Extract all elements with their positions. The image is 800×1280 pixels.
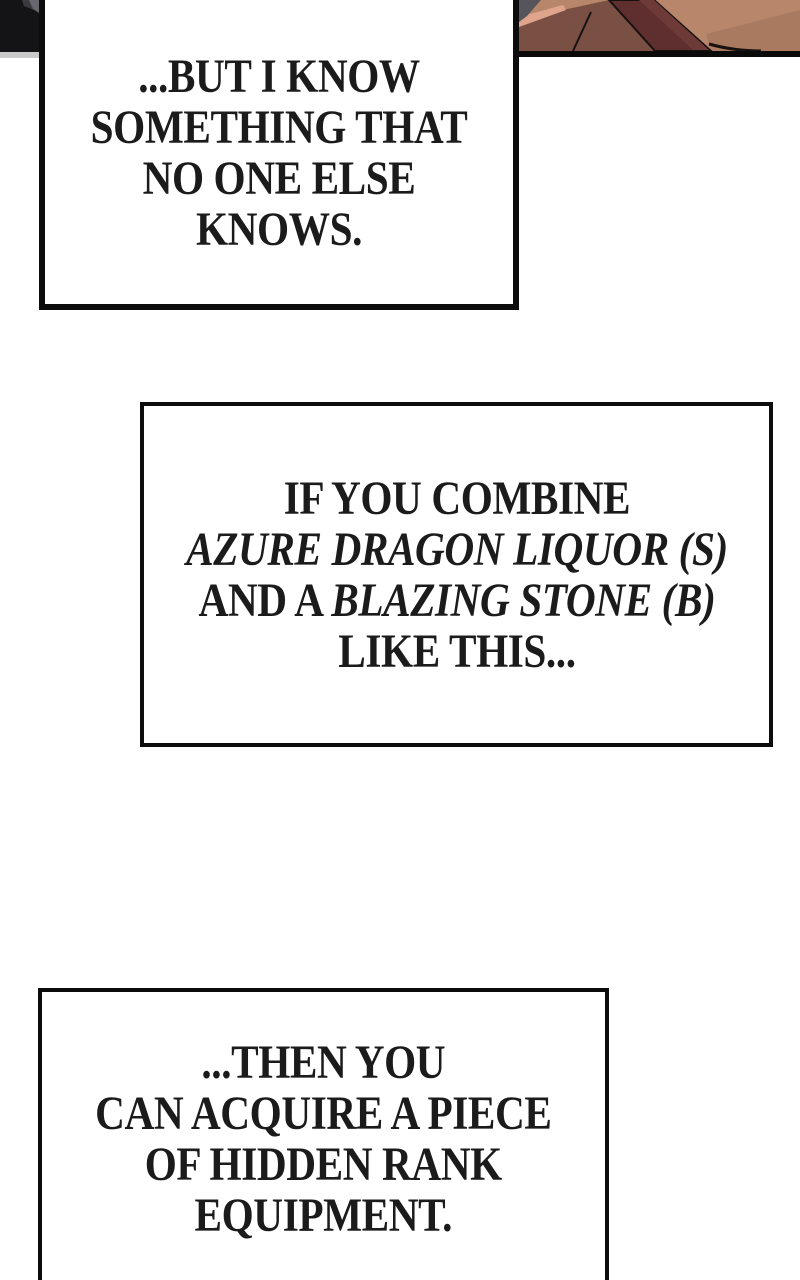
panel-art-left-svg <box>0 0 42 58</box>
speech-bubble-1: ...BUT I KNOW SOMETHING THAT NO ONE ELSE… <box>39 0 519 310</box>
right-fragment-salmon-edge <box>519 5 566 27</box>
text-line: IF YOU COMBINE <box>283 471 630 525</box>
right-fragment-crease-line <box>572 11 592 51</box>
text-line: EQUIPMENT. <box>194 1189 453 1242</box>
text-line: ...BUT I KNOW <box>138 49 420 103</box>
text-line-emphasis: AZURE DRAGON LIQUOR (S) <box>185 522 728 576</box>
text-line: CAN ACQUIRE A PIECE <box>95 1087 552 1140</box>
speech-bubble-2: IF YOU COMBINE AZURE DRAGON LIQUOR (S) A… <box>140 402 773 747</box>
speech-bubble-2-text: IF YOU COMBINE AZURE DRAGON LIQUOR (S) A… <box>186 473 728 677</box>
speech-bubble-1-text: ...BUT I KNOW SOMETHING THAT NO ONE ELSE… <box>91 51 468 255</box>
text-line: KNOWS. <box>195 202 362 256</box>
right-fragment-gray-wedge <box>519 0 541 22</box>
text-line-mixed: AND A BLAZING STONE (B) <box>186 575 728 626</box>
panel-art-right-svg <box>519 0 800 51</box>
panel-art-left-fragment <box>0 0 42 58</box>
right-fragment-bottom-curve <box>708 42 762 51</box>
text-line: OF HIDDEN RANK <box>144 1138 503 1191</box>
left-fragment-gray-highlight-shape <box>29 0 42 15</box>
text-line: SOMETHING THAT <box>90 100 468 154</box>
text-line: LIKE THIS... <box>337 624 576 678</box>
speech-bubble-3-text: ...THEN YOU CAN ACQUIRE A PIECE OF HIDDE… <box>95 1036 552 1242</box>
panel-art-right-fragment <box>519 0 800 57</box>
text-line: ...THEN YOU <box>201 1036 446 1089</box>
text-line: NO ONE ELSE <box>142 151 416 205</box>
text-segment: AND A <box>198 573 331 627</box>
left-fragment-bottom-strip <box>0 52 42 58</box>
right-fragment-strap-highlight <box>639 0 709 50</box>
text-segment-emphasis: BLAZING STONE (B) <box>330 573 716 627</box>
speech-bubble-3: ...THEN YOU CAN ACQUIRE A PIECE OF HIDDE… <box>38 988 609 1280</box>
right-fragment-tan-shadow <box>706 10 800 51</box>
